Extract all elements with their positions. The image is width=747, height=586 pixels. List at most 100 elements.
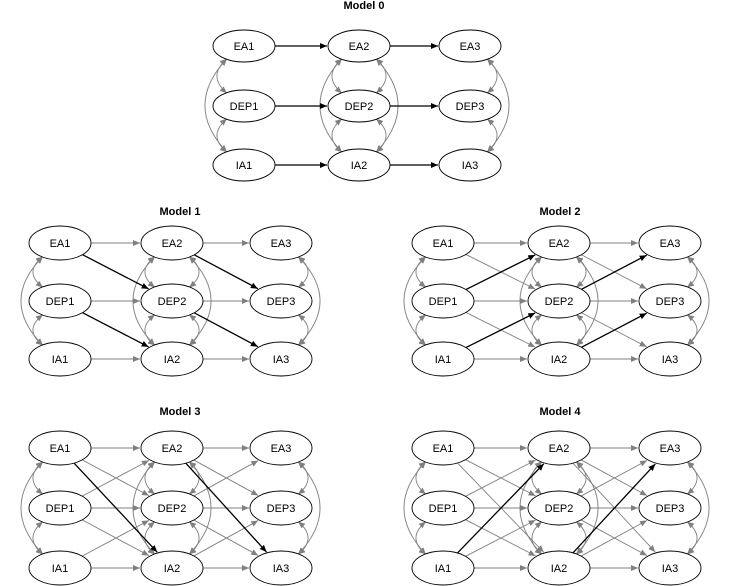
covariance-arc bbox=[686, 256, 710, 346]
node-label: IA3 bbox=[462, 160, 479, 172]
node-label: DEP2 bbox=[545, 503, 574, 515]
path-arrow-ia2-to-dep3 bbox=[193, 520, 259, 557]
node-ellipse bbox=[249, 341, 313, 377]
node-label: DEP3 bbox=[656, 503, 685, 515]
node-ellipse bbox=[249, 225, 313, 261]
node-ea1: EA1 bbox=[411, 430, 475, 466]
node-dep3: DEP3 bbox=[249, 490, 313, 526]
node-ea2: EA2 bbox=[140, 225, 204, 261]
covariance-arc bbox=[20, 461, 44, 555]
node-label: DEP2 bbox=[345, 101, 374, 113]
node-ea1: EA1 bbox=[28, 430, 92, 466]
covariance-arc bbox=[686, 256, 698, 288]
node-ellipse bbox=[527, 341, 591, 377]
path-arrow-ia1-to-dep2 bbox=[81, 519, 150, 557]
node-ea3: EA3 bbox=[249, 430, 313, 466]
covariance-arc bbox=[686, 314, 698, 346]
node-ellipse bbox=[28, 341, 92, 377]
covariance-arc bbox=[144, 256, 156, 288]
model-title: Model 3 bbox=[160, 406, 201, 418]
node-dep1: DEP1 bbox=[28, 283, 92, 319]
covariance-arc bbox=[297, 256, 309, 288]
node-ia3: IA3 bbox=[249, 550, 313, 586]
node-ellipse bbox=[527, 283, 591, 319]
node-dep2: DEP2 bbox=[140, 283, 204, 319]
node-ea2: EA2 bbox=[327, 29, 391, 63]
node-label: IA2 bbox=[551, 354, 568, 366]
node-label: IA2 bbox=[551, 563, 568, 575]
node-ea3: EA3 bbox=[638, 430, 702, 466]
node-ellipse bbox=[327, 29, 391, 63]
path-arrow-ea1-to-ia2 bbox=[73, 462, 158, 553]
node-label: DEP2 bbox=[158, 503, 187, 515]
node-label: DEP2 bbox=[545, 296, 574, 308]
model-title: Model 4 bbox=[540, 406, 582, 418]
path-arrow-ia1-to-dep2 bbox=[465, 519, 536, 557]
node-ellipse bbox=[638, 430, 702, 466]
node-label: EA2 bbox=[549, 443, 570, 455]
node-label: EA3 bbox=[271, 238, 292, 250]
node-dep2: DEP2 bbox=[527, 490, 591, 526]
covariance-arc bbox=[403, 461, 427, 555]
path-arrow-dep1-to-ea2 bbox=[465, 459, 536, 497]
node-ellipse bbox=[438, 29, 502, 63]
covariance-arc bbox=[188, 314, 200, 346]
node-label: EA1 bbox=[234, 41, 255, 53]
node-ellipse bbox=[140, 225, 204, 261]
node-label: EA2 bbox=[162, 238, 183, 250]
node-label: IA2 bbox=[164, 563, 181, 575]
node-ia1: IA1 bbox=[411, 341, 475, 377]
covariance-arc bbox=[531, 256, 543, 288]
node-ia1: IA1 bbox=[28, 550, 92, 586]
node-ellipse bbox=[140, 430, 204, 466]
node-ellipse bbox=[411, 430, 475, 466]
node-ea2: EA2 bbox=[527, 225, 591, 261]
node-ellipse bbox=[249, 430, 313, 466]
node-ia3: IA3 bbox=[249, 341, 313, 377]
covariance-arc bbox=[297, 256, 321, 346]
node-dep3: DEP3 bbox=[438, 89, 502, 123]
node-ellipse bbox=[28, 550, 92, 586]
path-arrow-ia1-to-dep2 bbox=[465, 312, 536, 349]
path-arrow-dep2-to-ea3 bbox=[581, 254, 647, 290]
path-arrow-dep2-to-ia3 bbox=[193, 312, 259, 348]
node-label: DEP3 bbox=[267, 296, 296, 308]
node-label: EA3 bbox=[271, 443, 292, 455]
node-ellipse bbox=[638, 490, 702, 526]
path-arrow-dep1-to-ia2 bbox=[82, 312, 149, 348]
node-ellipse bbox=[28, 490, 92, 526]
node-label: DEP1 bbox=[429, 296, 458, 308]
node-ellipse bbox=[527, 225, 591, 261]
node-label: IA2 bbox=[164, 354, 181, 366]
node-ellipse bbox=[638, 550, 702, 586]
covariance-arc bbox=[32, 256, 44, 288]
node-ellipse bbox=[249, 490, 313, 526]
covariance-arc bbox=[20, 256, 44, 346]
path-arrow-ea1-to-dep2 bbox=[82, 254, 149, 290]
node-label: EA2 bbox=[549, 238, 570, 250]
path-arrow-ia2-to-dep3 bbox=[580, 520, 648, 557]
node-label: DEP1 bbox=[429, 503, 458, 515]
node-ia2: IA2 bbox=[527, 550, 591, 586]
node-label: IA1 bbox=[435, 563, 452, 575]
covariance-arc bbox=[415, 314, 427, 346]
node-label: IA3 bbox=[662, 354, 679, 366]
node-ia1: IA1 bbox=[411, 550, 475, 586]
path-arrow-ia2-to-ea3 bbox=[572, 463, 656, 554]
path-arrow-dep1-to-ea2 bbox=[81, 459, 150, 497]
node-ea1: EA1 bbox=[411, 225, 475, 261]
node-label: EA3 bbox=[460, 41, 481, 53]
node-label: DEP3 bbox=[267, 503, 296, 515]
node-ellipse bbox=[140, 490, 204, 526]
node-ia1: IA1 bbox=[212, 148, 276, 182]
node-label: IA3 bbox=[662, 563, 679, 575]
node-ellipse bbox=[638, 341, 702, 377]
node-ellipse bbox=[438, 89, 502, 123]
path-arrow-dep2-to-ea3 bbox=[193, 460, 259, 497]
node-ia3: IA3 bbox=[638, 341, 702, 377]
